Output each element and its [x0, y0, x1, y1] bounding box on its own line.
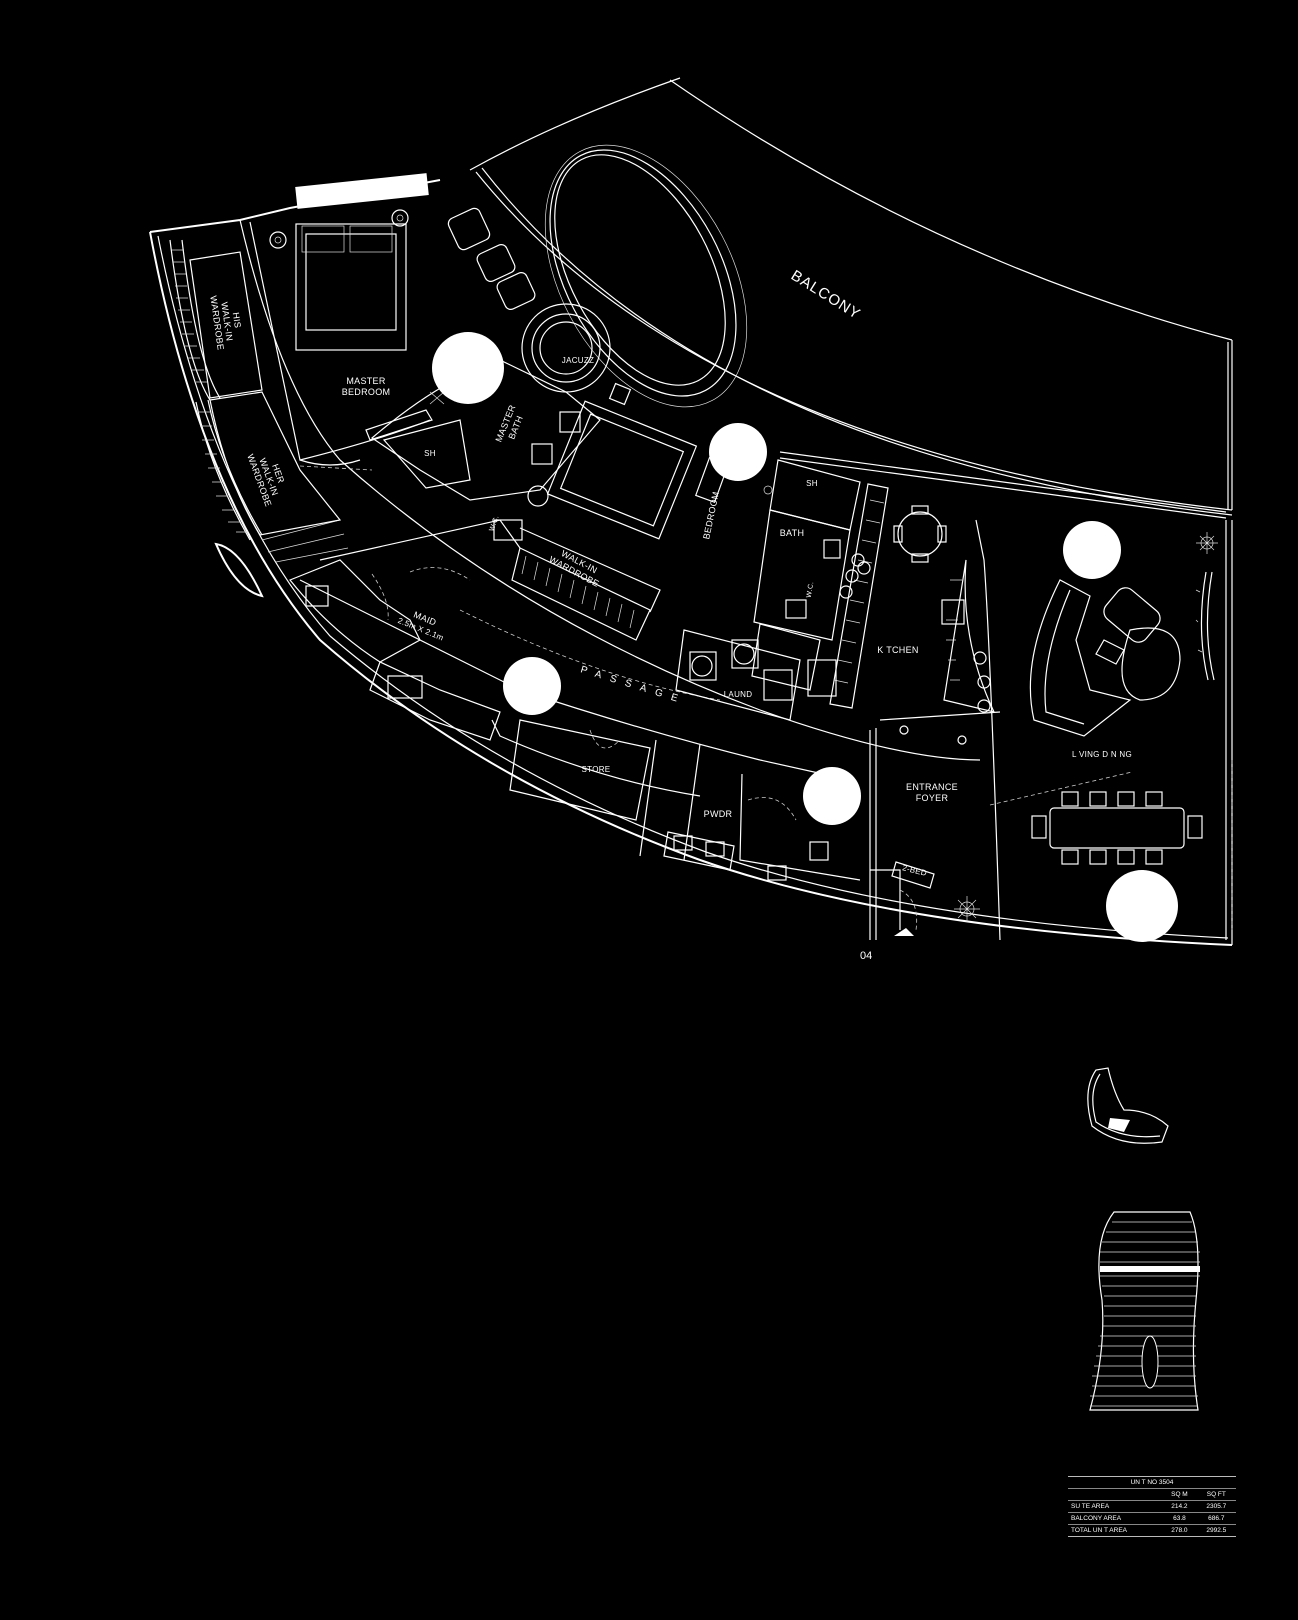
row-sqm: 214.2 [1162, 1500, 1197, 1513]
row-label: TOTAL UN T AREA [1068, 1524, 1163, 1537]
area-table: UN T NO 3504 SQ M SQ FT SU TE AREA 214.2… [1068, 1476, 1236, 1538]
table-row: SU TE AREA 214.2 2305.7 [1068, 1500, 1236, 1513]
left-balcony-door [214, 542, 264, 598]
master-bed [269, 209, 409, 351]
row-sqft: 2305.7 [1196, 1500, 1236, 1513]
his-wardrobe-room [189, 251, 263, 399]
label-balcony: BALCONY [788, 267, 864, 323]
jacuzzi [521, 303, 611, 393]
kitchen-counter [807, 483, 889, 709]
svg-text:2-BED: 2-BED [901, 863, 927, 878]
row-sqft: 2992.5 [1196, 1524, 1236, 1537]
bedroom-bed [546, 382, 730, 540]
entrance-foyer [870, 725, 967, 931]
table-row: TOTAL UN T AREA 278.0 2992.5 [1068, 1524, 1236, 1537]
living-sofa [1029, 579, 1181, 737]
table-row: BALCONY AREA 63.8 686.7 [1068, 1512, 1236, 1525]
redaction-circles [432, 332, 1178, 942]
area-table-col-sqm: SQ M [1162, 1488, 1197, 1501]
key-plan-tower [1089, 1211, 1200, 1411]
master-interior-walls [249, 221, 433, 471]
svg-text:JACUZZ: JACUZZ [562, 356, 594, 365]
svg-text:W.C.: W.C. [806, 581, 816, 598]
glazing-bar [295, 173, 429, 209]
kitchen-walls [779, 451, 1227, 941]
svg-text:SH: SH [424, 449, 436, 458]
pool-oval [544, 144, 748, 408]
svg-text:PASSAGE: PASSAGE [579, 664, 687, 707]
svg-text:FOYER: FOYER [916, 793, 949, 803]
unit-entrance-number: 04 [860, 950, 873, 962]
pwdr-room [663, 797, 829, 881]
row-label: SU TE AREA [1068, 1500, 1163, 1513]
maid-room [289, 559, 501, 741]
balcony-outline [469, 77, 1233, 516]
row-sqm: 278.0 [1162, 1524, 1197, 1537]
svg-text:K TCHEN: K TCHEN [877, 645, 918, 655]
his-wardrobe-hatch [169, 239, 221, 401]
entrance-marker-icon [894, 928, 914, 936]
svg-text:W.C.: W.C. [489, 515, 501, 533]
svg-text:L VING D N NG: L VING D N NG [1072, 750, 1132, 759]
svg-text:BEDROOM: BEDROOM [342, 387, 391, 397]
svg-text:SH: SH [806, 479, 818, 488]
key-plan-floor [1087, 1067, 1169, 1144]
svg-text:ENTRANCE: ENTRANCE [906, 782, 958, 792]
svg-text:BATH: BATH [780, 528, 805, 538]
row-sqm: 63.8 [1162, 1512, 1197, 1525]
svg-text:STORE: STORE [582, 765, 611, 774]
svg-text:MASTER: MASTER [346, 376, 386, 386]
area-table-title: UN T NO 3504 [1068, 1476, 1236, 1489]
svg-text:LAUND: LAUND [724, 690, 753, 699]
room-labels: BALCONY HIS WALK-IN WARDROBE HER WALK-IN… [208, 267, 1132, 878]
bedroom-bath-block [751, 459, 861, 691]
area-table-corner [1068, 1488, 1163, 1501]
store-room [509, 719, 651, 821]
kitchen-island [941, 559, 996, 713]
laundry [675, 629, 801, 721]
svg-text:PWDR: PWDR [704, 809, 733, 819]
row-label: BALCONY AREA [1068, 1512, 1163, 1525]
svg-text:HIS: HIS [231, 312, 243, 329]
living-tv-console [1195, 571, 1215, 681]
plant-icons [429, 391, 1218, 922]
row-sqft: 686.7 [1196, 1512, 1236, 1525]
her-wardrobe-room [209, 391, 342, 536]
kitchen-round-table [893, 505, 947, 563]
walkin-wardrobe-center [511, 527, 661, 641]
master-chairs [447, 207, 536, 310]
dining-table [1031, 791, 1203, 865]
area-table-col-sqft: SQ FT [1196, 1488, 1236, 1501]
